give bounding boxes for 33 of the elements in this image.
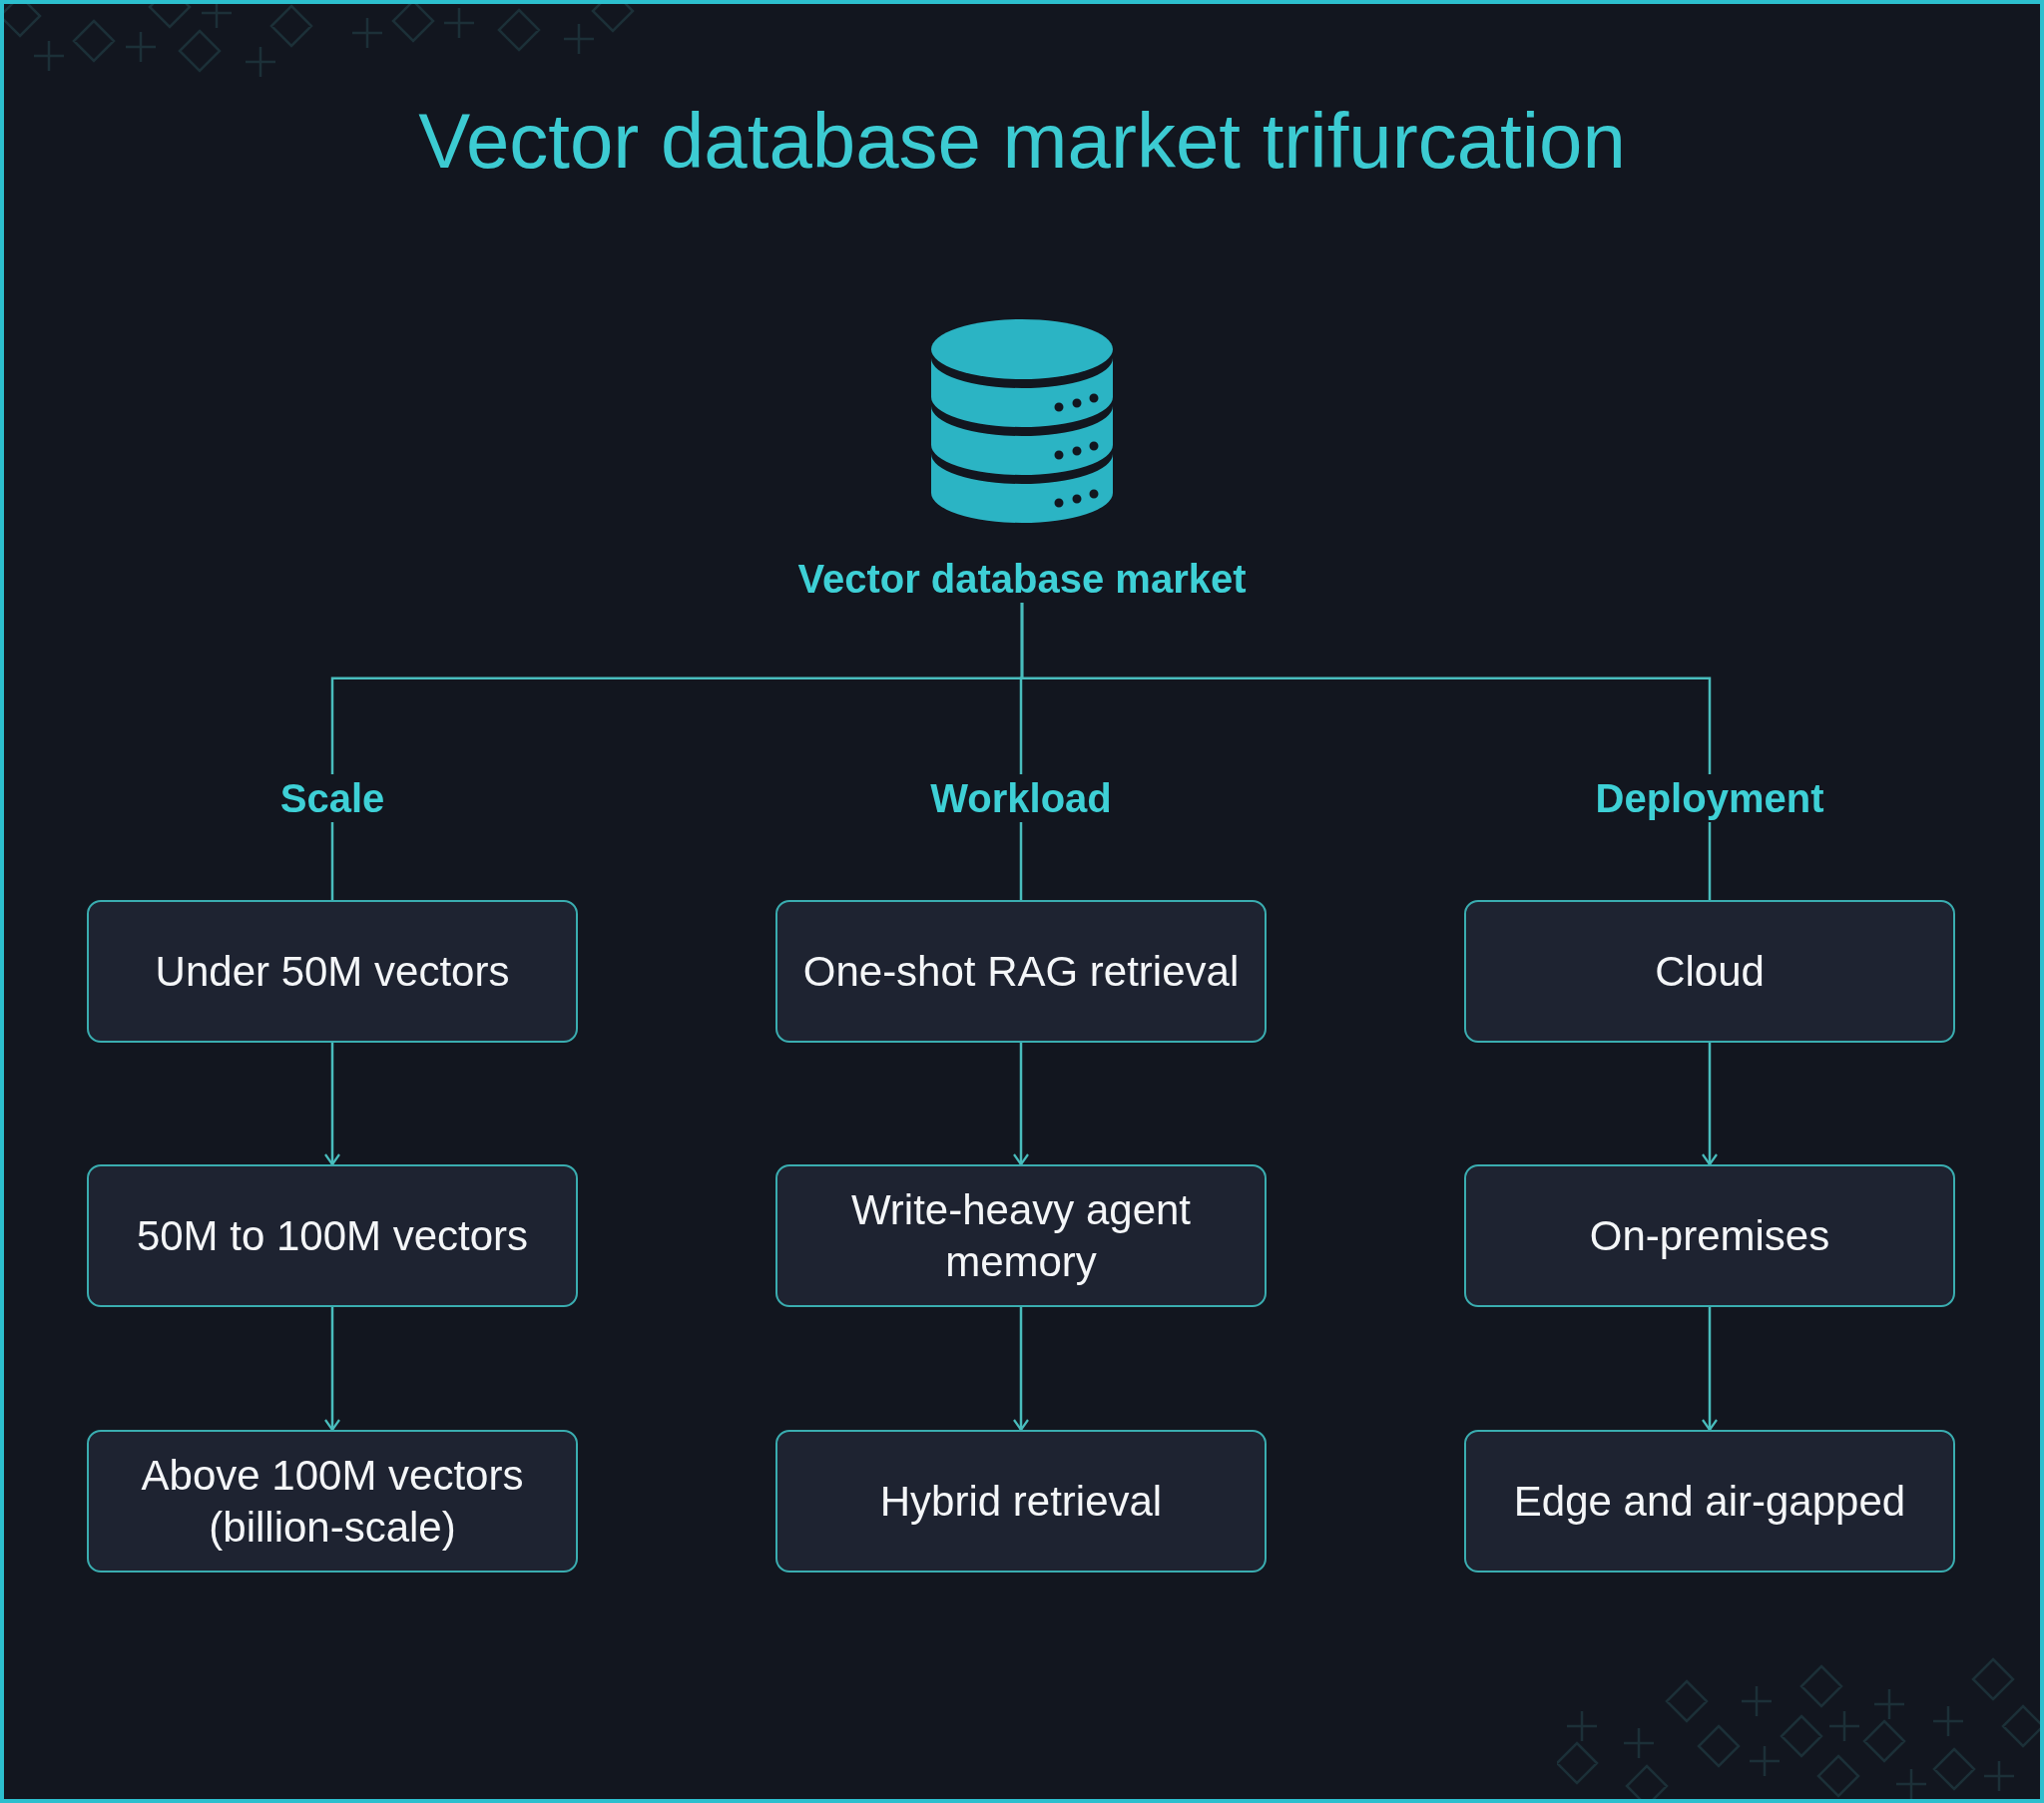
arrow <box>323 1043 341 1166</box>
category-heading: Workload <box>930 774 1112 822</box>
box-text: On-premises <box>1589 1210 1830 1261</box>
box-text: 50M to 100M vectors <box>136 1210 529 1261</box>
connector-line <box>330 822 334 900</box>
process-box <box>1464 900 1955 1043</box>
category-heading: Scale <box>279 774 385 822</box>
arrow <box>1701 1307 1719 1432</box>
connector-line <box>1020 603 1712 774</box>
box-text: Above 100M vectors (billion-scale) <box>140 1450 525 1553</box>
connector-line <box>1019 822 1023 900</box>
process-box <box>87 900 578 1043</box>
box-text: Hybrid retrieval <box>879 1476 1163 1527</box>
arrow <box>1012 1307 1030 1432</box>
process-box <box>1464 1430 1955 1573</box>
box-text: Edge and air-gapped <box>1513 1476 1906 1527</box>
box-text: Write-heavy agent memory <box>849 1184 1193 1287</box>
box-text: Under 50M vectors <box>155 946 510 997</box>
process-box <box>87 1164 578 1307</box>
process-box <box>1464 1164 1955 1307</box>
process-box <box>775 900 1267 1043</box>
box-text: One-shot RAG retrieval <box>802 946 1240 997</box>
box-text: Cloud <box>1655 946 1765 997</box>
category-heading: Deployment <box>1595 774 1824 822</box>
process-box <box>87 1430 578 1573</box>
process-box <box>775 1164 1267 1307</box>
arrow <box>1701 1043 1719 1166</box>
process-box <box>775 1430 1267 1573</box>
arrow <box>323 1307 341 1432</box>
arrow <box>1012 1043 1030 1166</box>
market-heading: Vector database market <box>797 555 1247 603</box>
connector-line <box>1708 822 1712 900</box>
diagram-title: Vector database market trifurcation <box>418 96 1626 186</box>
